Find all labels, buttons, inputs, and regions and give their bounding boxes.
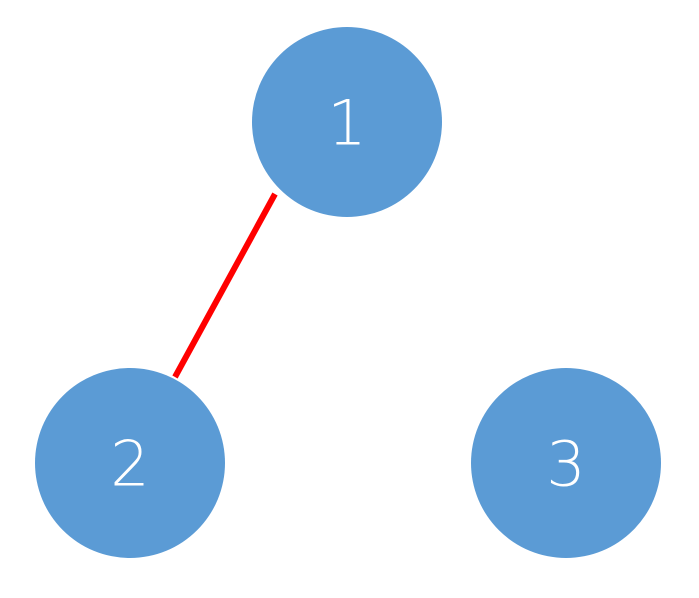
node-circle[interactable] xyxy=(471,368,661,558)
node-circle[interactable] xyxy=(252,27,442,217)
graph-node[interactable]: 3 xyxy=(471,368,661,558)
graph-node[interactable]: 2 xyxy=(35,368,225,558)
graph-node[interactable]: 1 xyxy=(252,27,442,217)
node-circle[interactable] xyxy=(35,368,225,558)
graph-edge[interactable] xyxy=(172,192,278,379)
nodes-layer: 12 3 xyxy=(35,27,661,558)
edges-layer xyxy=(172,192,278,379)
